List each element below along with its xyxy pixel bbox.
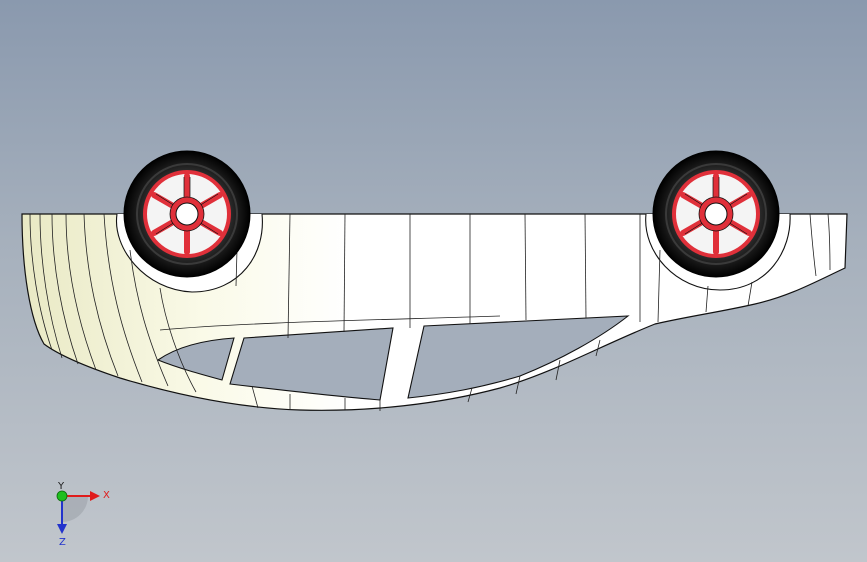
rear-wheel[interactable]	[652, 150, 780, 278]
z-axis-label: Z	[59, 537, 66, 548]
y-axis-label: Y	[57, 481, 65, 492]
axis-triad: X Y Z	[56, 481, 110, 548]
front-rim	[143, 170, 231, 258]
rear-rim	[672, 170, 760, 258]
triad-shadow	[62, 496, 88, 522]
y-axis-dot-icon	[56, 490, 68, 502]
x-axis-label: X	[103, 490, 110, 501]
x-axis-arrow-icon	[90, 491, 100, 501]
front-wheel[interactable]	[123, 150, 251, 278]
z-axis-arrow-icon	[57, 524, 67, 534]
